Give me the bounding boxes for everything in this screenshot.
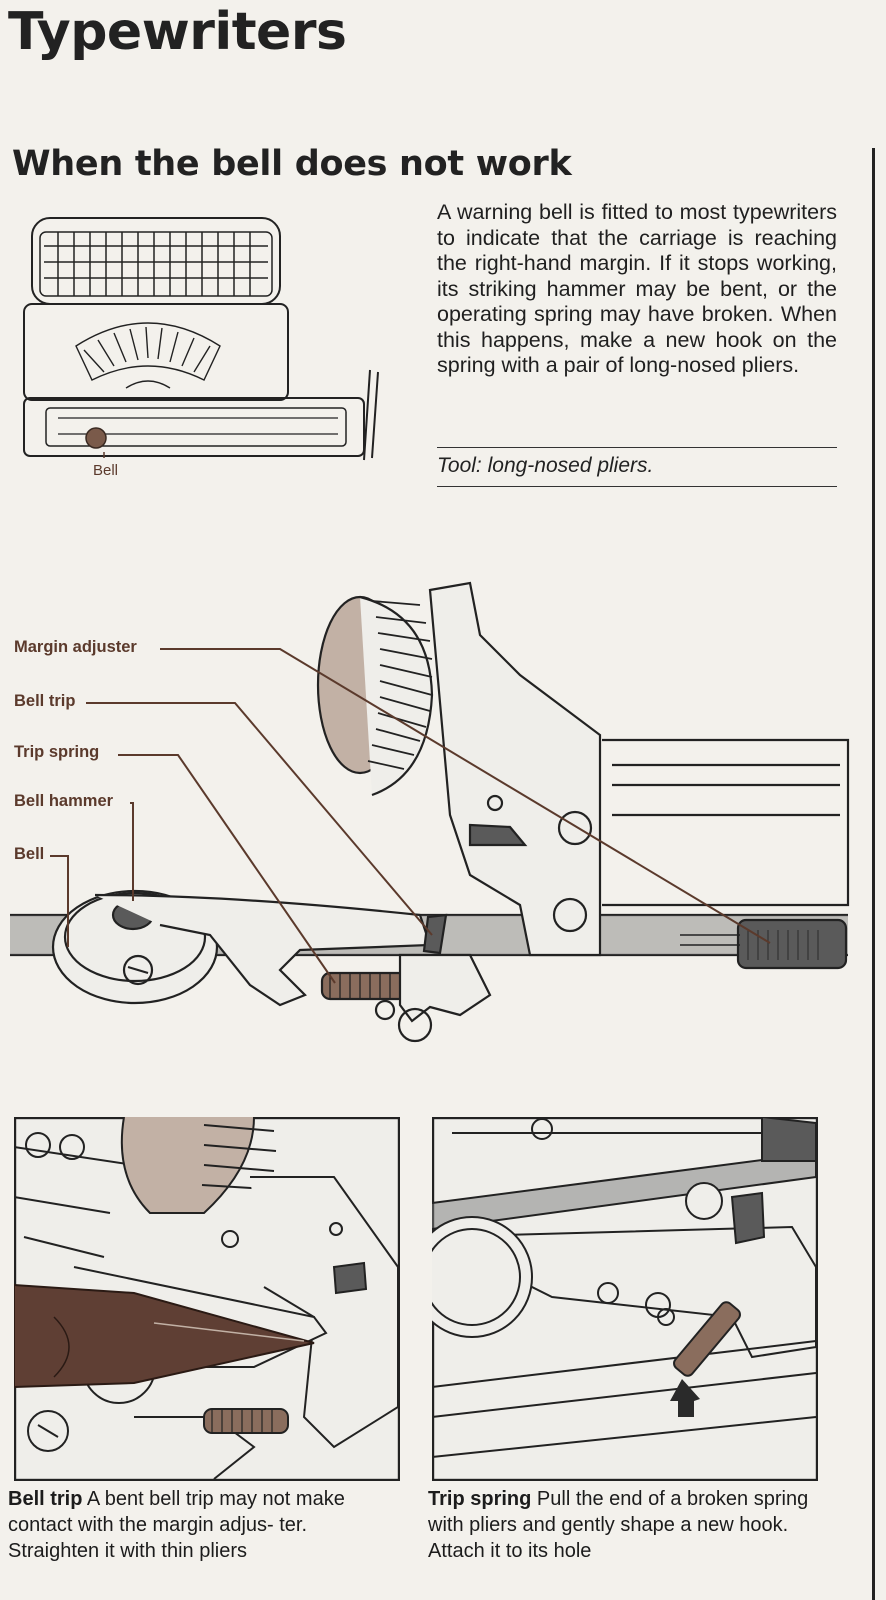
step-trip-spring-text: Pull the end of a broken spring with pli…: [428, 1488, 809, 1562]
bell-mechanism-illustration: [10, 581, 850, 1043]
typewriter-overview-illustration: [23, 217, 379, 461]
step-bell-trip-heading: Bell trip: [8, 1488, 83, 1510]
leader-bell-trip: [86, 702, 433, 936]
step-bell-trip-text: A bent bell trip may not make contact wi…: [8, 1488, 345, 1562]
callout-bell-trip: Bell trip: [14, 692, 76, 710]
section-title: Typewriters: [8, 2, 347, 62]
leader-trip-spring: [118, 754, 336, 984]
bell-marker-icon: [85, 427, 107, 449]
callout-bell: Bell: [14, 845, 45, 863]
typebar-fan: [75, 322, 221, 389]
step-trip-spring-caption: Trip spring Pull the end of a broken spr…: [428, 1486, 824, 1564]
trip-spring-step-illustration: [432, 1117, 818, 1481]
step-trip-spring-heading: Trip spring: [428, 1488, 532, 1510]
pliers-icon: [14, 1283, 315, 1389]
callout-bell-hammer: Bell hammer: [14, 792, 114, 810]
arrow-icon: [670, 1379, 700, 1417]
article-title: When the bell does not work: [12, 144, 572, 184]
intro-text: A warning bell is fitted to most typewri…: [437, 200, 837, 377]
keyboard-keys: [39, 231, 273, 297]
trip-spring-coil: [320, 971, 408, 1001]
leader-margin-adjuster: [160, 648, 771, 944]
bell-trip-step-illustration: [14, 1117, 400, 1481]
callout-margin-adjuster: Margin adjuster: [14, 638, 137, 656]
callout-trip-spring: Trip spring: [14, 743, 100, 761]
step-bell-trip-caption: Bell trip A bent bell trip may not make …: [8, 1486, 400, 1564]
overview-bell-label: Bell: [93, 462, 119, 479]
broken-spring-coil: [673, 1301, 741, 1377]
tool-note: Tool: long-nosed pliers.: [437, 447, 837, 487]
leader-bell: [50, 855, 69, 947]
leader-bell-hammer: [130, 802, 134, 901]
column-divider: [872, 148, 875, 1600]
